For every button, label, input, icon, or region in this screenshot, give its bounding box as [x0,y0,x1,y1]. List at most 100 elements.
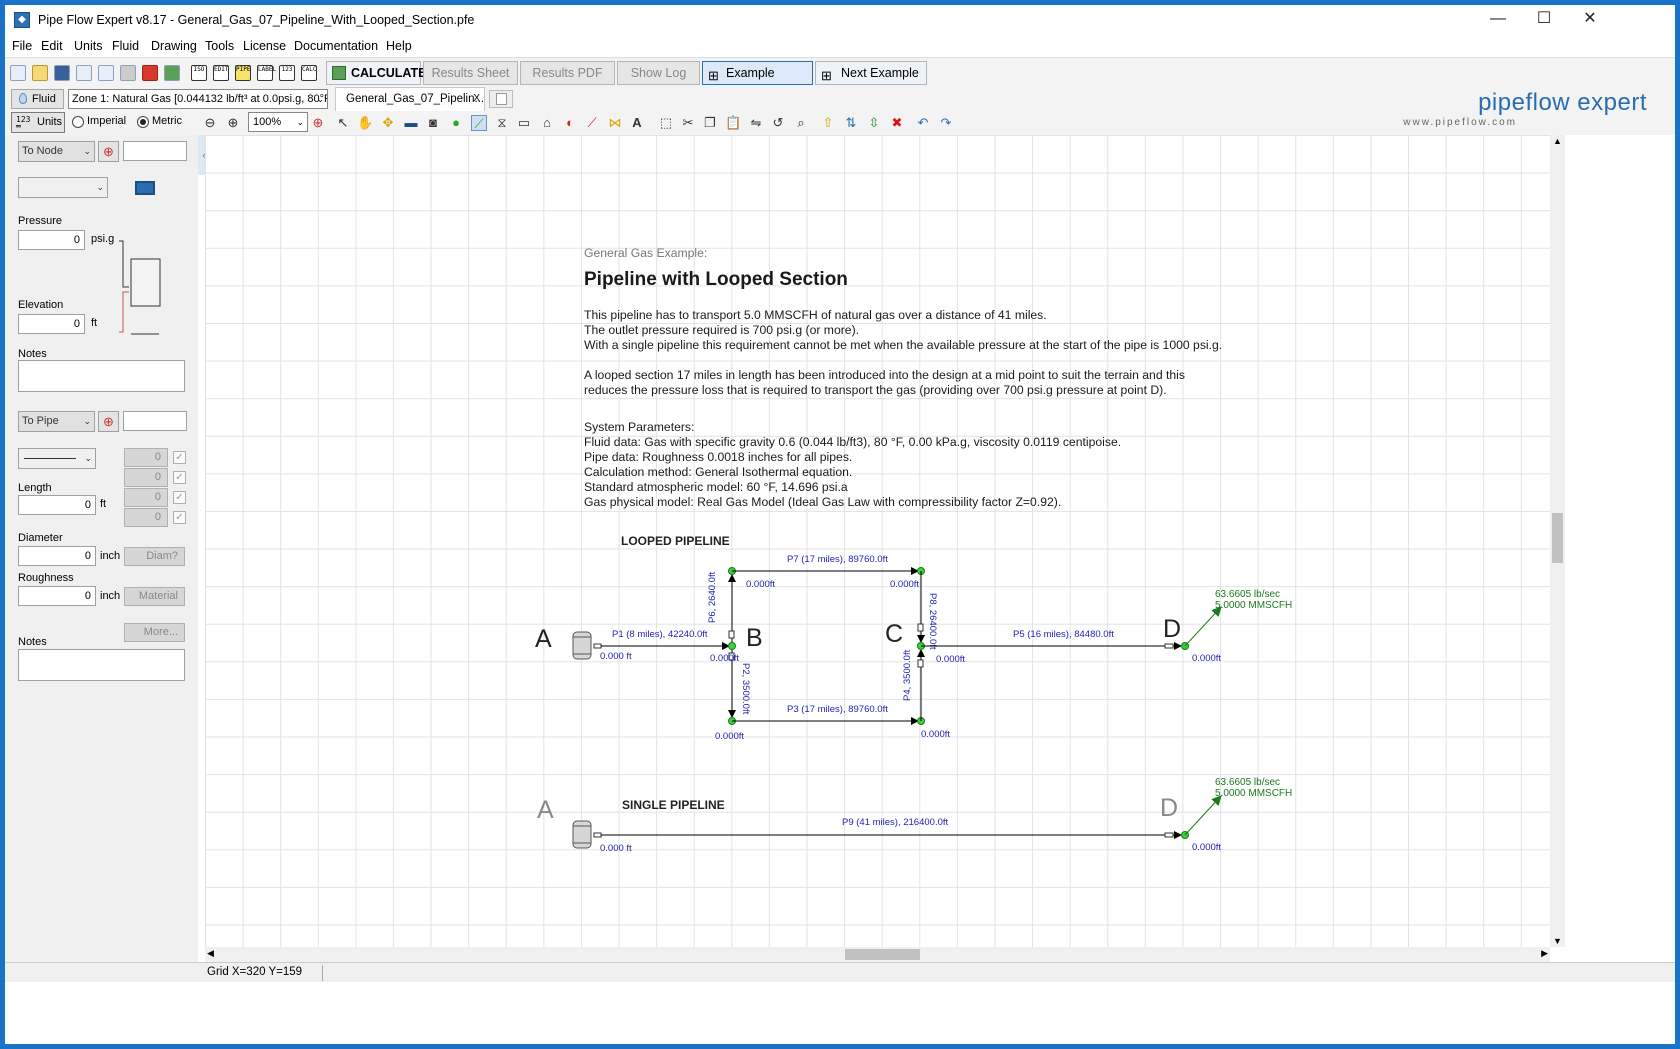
email-icon[interactable] [76,65,92,81]
pipe-notes-input[interactable] [18,649,185,681]
pressure-node-icon[interactable]: ◙ [429,115,437,130]
scroll-down-icon[interactable]: ▼ [1553,936,1562,946]
calc-icon[interactable]: CALC [301,65,317,81]
node-locate-icon[interactable]: ⊕ [98,141,119,162]
arrange-icon[interactable]: ⇧ [822,115,834,130]
vertical-scroll-thumb[interactable] [1552,513,1563,563]
material-button[interactable]: Material [124,587,185,606]
menu-help[interactable]: Help [386,39,412,53]
copy-icon[interactable]: ❐ [704,115,716,130]
flow-icon[interactable]: ⟋ [587,115,597,130]
scroll-left-icon[interactable]: ◀ [207,948,214,958]
scroll-up-icon[interactable]: ▲ [1553,136,1562,146]
print-preview-icon[interactable] [98,65,114,81]
fittings-checkbox[interactable]: ✓ [173,451,186,464]
flip-icon[interactable]: ⇋ [750,115,762,130]
results-pdf-button[interactable]: Results PDF [520,61,615,85]
demand-arrow-d[interactable] [1184,606,1222,647]
tank-icon[interactable]: ▬ [404,115,418,130]
valve-icon[interactable]: ⋈ [608,115,622,130]
edit-icon[interactable]: EDIT [213,65,229,81]
tank-node-single-a[interactable] [572,820,602,849]
align-icon[interactable]: ⇅ [845,115,857,130]
diameter-input[interactable]: 0 [18,546,96,566]
metric-radio[interactable] [137,116,149,128]
to-node-select[interactable]: To Node ⌄ [18,141,95,162]
zoom-select[interactable]: 100% ⌄ [248,112,308,132]
join-point-b[interactable] [728,642,736,650]
menu-units[interactable]: Units [74,39,103,53]
component-icon[interactable]: ⌂ [543,115,551,130]
tab-close-icon[interactable]: X [473,93,480,104]
pipe-locate-icon[interactable]: ⊕ [98,411,119,432]
pumps-button[interactable]: 0 [124,488,168,507]
fittings-button[interactable]: 0 [124,448,168,467]
pump-icon[interactable]: ◐ [566,115,574,130]
hand-icon[interactable]: ✋ [357,115,374,130]
text-icon[interactable]: A [632,115,642,130]
delete-icon[interactable]: ✖ [891,115,903,130]
tank-node-icon[interactable] [135,181,155,195]
rotate-icon[interactable]: ↺ [772,115,784,130]
select-box-icon[interactable]: ⬚ [659,115,673,130]
maximize-button[interactable]: ☐ [1536,10,1552,27]
tank-node-a[interactable] [572,631,602,660]
horizontal-scroll-thumb[interactable] [845,949,920,960]
pdf-icon[interactable] [142,65,158,81]
pressure-input[interactable]: 0 [18,230,85,250]
horizontal-scrollbar[interactable]: ◀ ▶ [205,947,1550,962]
close-button[interactable]: ✕ [1583,10,1597,27]
vertical-scrollbar[interactable]: ▲ ▼ [1550,135,1565,947]
pumps-checkbox[interactable]: ✓ [173,491,186,504]
zoom-out-icon[interactable]: ⊖ [204,115,216,130]
label-icon[interactable]: LABEL [257,65,276,81]
fluid-button[interactable]: Fluid [11,89,64,109]
open-folder-icon[interactable] [32,65,48,81]
menu-file[interactable]: File [12,39,33,53]
target-icon[interactable]: ⊕ [312,115,324,130]
drawing-canvas[interactable]: General Gas Example: Pipeline with Loope… [205,135,1550,947]
menu-edit[interactable]: Edit [41,39,63,53]
pointer-icon[interactable]: ↖ [337,115,349,130]
length-input[interactable]: 0 [18,495,96,515]
valves-checkbox[interactable]: ✓ [173,511,186,524]
components-checkbox[interactable]: ✓ [173,471,186,484]
imperial-radio[interactable] [72,116,84,128]
menu-fluid[interactable]: Fluid [112,39,140,53]
zoom-in-icon[interactable]: ⊕ [227,115,239,130]
undo-icon[interactable]: ↶ [917,115,929,130]
units-button[interactable]: 123═ Units [11,112,65,133]
more-button[interactable]: More... [124,623,185,642]
next-example-button[interactable]: ⊞ Next Example [815,61,927,85]
calculate-button[interactable]: CALCULATE [326,61,426,85]
pipe-draw-icon[interactable]: ⟋ [471,115,487,131]
print-icon[interactable] [120,65,136,81]
menu-documentation[interactable]: Documentation [294,39,379,53]
new-file-icon[interactable] [10,65,26,81]
distribute-icon[interactable]: ⇳ [868,115,880,130]
fluid-zone-select[interactable]: Zone 1: Natural Gas [0.044132 lb/ft³ at … [68,89,328,109]
valves-button[interactable]: 0 [124,508,168,527]
join-point-icon[interactable]: ● [452,115,460,130]
roughness-input[interactable]: 0 [18,586,96,606]
minimize-button[interactable]: — [1490,10,1506,27]
menu-tools[interactable]: Tools [205,39,235,53]
split-pipe-icon[interactable]: ⧖ [497,115,507,130]
pipe-icon[interactable]: PIPE [235,65,251,81]
components-button[interactable]: 0 [124,468,168,487]
number-icon[interactable]: 123 [279,65,295,81]
scroll-right-icon[interactable]: ▶ [1541,948,1548,958]
paste-icon[interactable]: 📋 [725,115,742,130]
results-sheet-button[interactable]: Results Sheet [423,61,518,85]
node-name-input[interactable] [123,141,187,161]
demand-arrow-single-d[interactable] [1184,795,1222,836]
menu-license[interactable]: License [243,39,287,53]
to-pipe-select[interactable]: To Pipe ⌄ [18,411,95,432]
pan-icon[interactable]: ✥ [382,115,394,130]
tab-document[interactable]: General_Gas_07_Pipelin... X [335,87,485,111]
image-icon[interactable]: ▭ [517,115,531,130]
elevation-input[interactable]: 0 [18,314,85,334]
pipe-name-input[interactable] [123,411,187,431]
new-tab-button[interactable] [489,90,513,108]
node-notes-input[interactable] [18,360,185,392]
